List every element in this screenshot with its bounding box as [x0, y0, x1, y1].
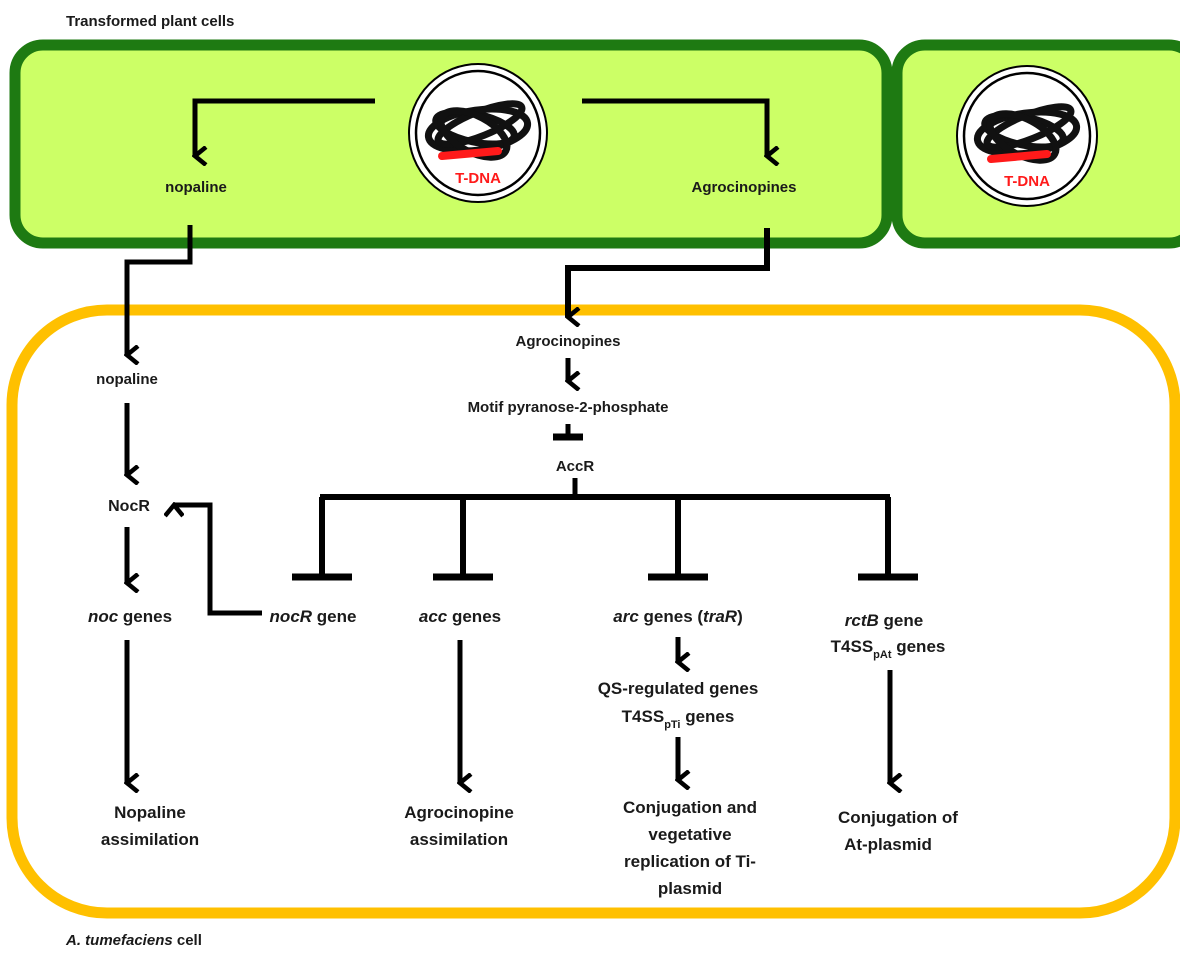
- accr-inhibition-tree: [292, 478, 918, 581]
- motif-label: Motif pyranose-2-phosphate: [468, 399, 669, 416]
- bacterial-cell: [6, 304, 1180, 919]
- accr-label: AccR: [556, 458, 595, 475]
- qs-regulated-label: QS-regulated genes: [598, 679, 759, 698]
- t4ss-pat-label: T4SSpAt genes: [831, 637, 946, 661]
- rctb-gene-label: rctB gene: [845, 611, 923, 630]
- plasmid-icon: T-DNA: [956, 65, 1098, 207]
- tdna-label-1: T-DNA: [455, 170, 501, 187]
- agrocinopine-assimilation-line1: Agrocinopine: [404, 803, 514, 822]
- agrocinopines-cell-label: Agrocinopines: [515, 333, 620, 350]
- nocr-gene-label: nocR gene: [270, 607, 357, 626]
- noc-genes-label: noc genes: [88, 607, 172, 626]
- nopaline-cell-label: nopaline: [96, 371, 158, 388]
- conj-ti-line2: vegetative: [648, 825, 731, 844]
- arrow-nopaline-transport: [127, 225, 193, 355]
- bacterial-cell-title: A. tumefaciens cell: [65, 932, 202, 949]
- nopaline-assimilation-line1: Nopaline: [114, 803, 186, 822]
- conj-ti-line1: Conjugation and: [623, 798, 757, 817]
- conj-at-line2: At-plasmid: [844, 835, 932, 854]
- conj-at-line1: Conjugation of: [838, 808, 958, 827]
- arc-genes-label: arc genes (traR): [613, 607, 742, 626]
- acc-genes-label: acc genes: [419, 607, 501, 626]
- arrow-nocr-gene-to-nocr: [174, 505, 262, 616]
- agrocinopine-assimilation-line2: assimilation: [410, 830, 508, 849]
- nopaline-plant-label: nopaline: [165, 179, 227, 196]
- arrow-tdna-to-nopaline: [195, 98, 375, 156]
- plant-cells-title: Transformed plant cells: [66, 13, 234, 30]
- t4ss-pti-label: T4SSpTi genes: [622, 707, 735, 731]
- arrow-agrocinopines-transport: [565, 228, 770, 317]
- tdna-label-2: T-DNA: [1004, 173, 1050, 190]
- agrocinopines-plant-label: Agrocinopines: [691, 179, 796, 196]
- conj-ti-line3: replication of Ti-: [624, 852, 756, 871]
- arrow-tdna-to-agrocinopines: [582, 98, 767, 156]
- nopaline-assimilation-line2: assimilation: [101, 830, 199, 849]
- plasmid-icon: T-DNA: [408, 63, 548, 203]
- conj-ti-line4: plasmid: [658, 879, 722, 898]
- nocr-label: NocR: [108, 498, 150, 515]
